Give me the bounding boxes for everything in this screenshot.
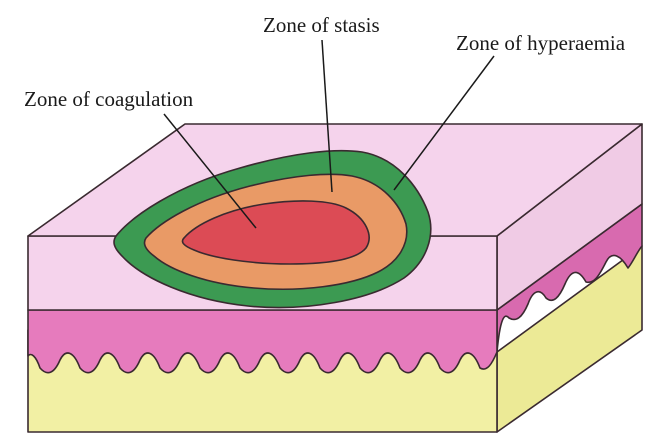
label-zone-of-coagulation: Zone of coagulation	[24, 87, 194, 111]
labels: Zone of stasis Zone of hyperaemia Zone o…	[24, 13, 626, 111]
label-zone-of-hyperaemia: Zone of hyperaemia	[456, 31, 626, 55]
label-zone-of-stasis: Zone of stasis	[263, 13, 380, 37]
